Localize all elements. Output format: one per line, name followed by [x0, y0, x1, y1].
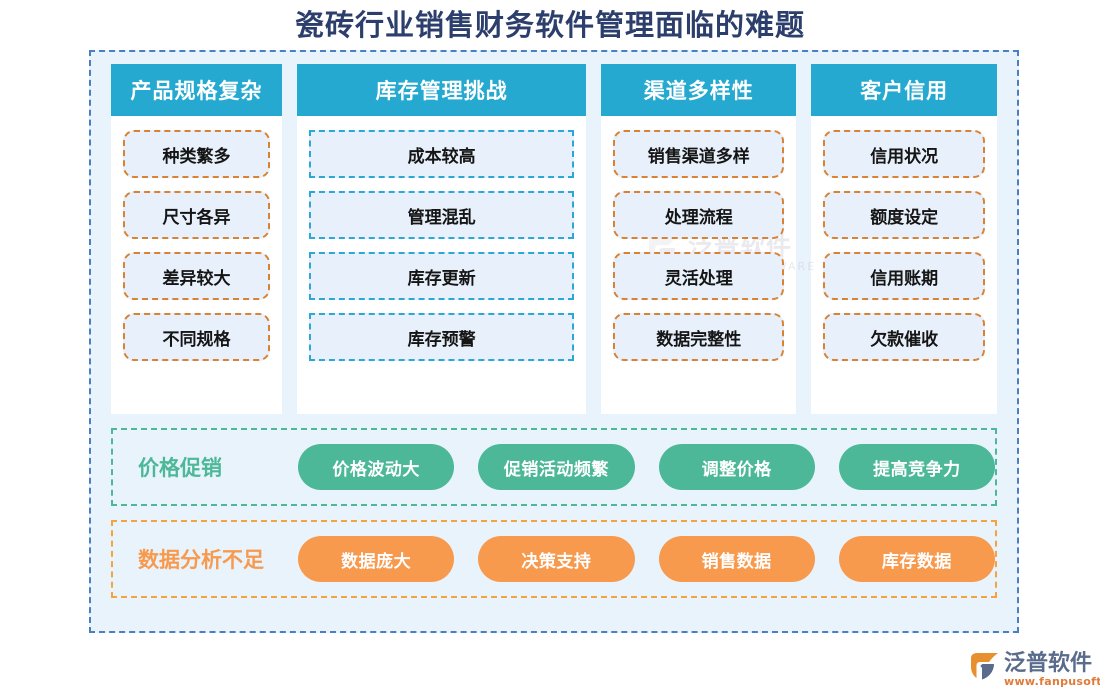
item-chip[interactable]: 库存更新 — [309, 252, 575, 300]
pill-item[interactable]: 调整价格 — [658, 444, 815, 490]
item-chip[interactable]: 成本较高 — [309, 130, 575, 178]
item-chip[interactable]: 不同规格 — [123, 313, 271, 361]
brand-text: 泛普软件 www.fanpusoft.com — [1004, 652, 1100, 689]
pill-item[interactable]: 提高竞争力 — [838, 444, 995, 490]
column-items-2: 成本较高 管理混乱 库存更新 库存预警 — [297, 116, 586, 361]
pill-item[interactable]: 库存数据 — [838, 536, 995, 582]
pill-item[interactable]: 价格波动大 — [298, 444, 455, 490]
column-inventory-challenge: 库存管理挑战 成本较高 管理混乱 库存更新 库存预警 — [297, 64, 587, 414]
column-items-4: 信用状况 额度设定 信用账期 欠款催收 — [811, 116, 997, 361]
item-chip[interactable]: 尺寸各异 — [123, 191, 271, 239]
column-header-1: 产品规格复杂 — [111, 64, 283, 116]
pill-group-orange: 数据庞大 决策支持 销售数据 库存数据 — [298, 536, 995, 582]
item-chip[interactable]: 处理流程 — [613, 191, 785, 239]
diagram-panel: 产品规格复杂 种类繁多 尺寸各异 差异较大 不同规格 库存管理挑战 成本较高 管… — [89, 50, 1019, 633]
column-items-1: 种类繁多 尺寸各异 差异较大 不同规格 — [111, 116, 282, 361]
column-customer-credit: 客户信用 信用状况 额度设定 信用账期 欠款催收 — [811, 64, 997, 414]
item-chip[interactable]: 额度设定 — [823, 191, 985, 239]
item-chip[interactable]: 欠款催收 — [823, 313, 985, 361]
item-chip[interactable]: 种类繁多 — [123, 130, 271, 178]
item-chip[interactable]: 管理混乱 — [309, 191, 575, 239]
pill-item[interactable]: 促销活动频繁 — [478, 444, 635, 490]
brand-name: 泛普软件 — [1004, 651, 1093, 676]
banner-label: 价格促销 — [138, 456, 222, 480]
item-chip[interactable]: 信用账期 — [823, 252, 985, 300]
item-chip[interactable]: 库存预警 — [309, 313, 575, 361]
pill-item[interactable]: 销售数据 — [658, 536, 815, 582]
column-header-2: 库存管理挑战 — [297, 64, 587, 116]
columns-row: 产品规格复杂 种类繁多 尺寸各异 差异较大 不同规格 库存管理挑战 成本较高 管… — [111, 64, 997, 414]
column-channel-diversity: 渠道多样性 销售渠道多样 处理流程 灵活处理 数据完整性 — [601, 64, 797, 414]
column-header-4: 客户信用 — [811, 64, 997, 116]
banner-data-analysis: 数据分析不足 数据庞大 决策支持 销售数据 库存数据 — [111, 520, 997, 598]
pill-group-green: 价格波动大 促销活动频繁 调整价格 提高竞争力 — [298, 444, 995, 490]
page-title: 瓷砖行业销售财务软件管理面临的难题 — [294, 7, 806, 44]
item-chip[interactable]: 差异较大 — [123, 252, 271, 300]
item-chip[interactable]: 数据完整性 — [613, 313, 785, 361]
item-chip[interactable]: 信用状况 — [823, 130, 985, 178]
pill-item[interactable]: 决策支持 — [478, 536, 635, 582]
brand-url: www.fanpusoft.com — [1004, 675, 1100, 688]
column-items-3: 销售渠道多样 处理流程 灵活处理 数据完整性 — [601, 116, 796, 361]
item-chip[interactable]: 销售渠道多样 — [613, 130, 785, 178]
fanpu-brand-icon — [968, 652, 1002, 682]
pill-item[interactable]: 数据庞大 — [298, 536, 455, 582]
banner-price-promotion: 价格促销 价格波动大 促销活动频繁 调整价格 提高竞争力 — [111, 428, 997, 506]
column-product-spec: 产品规格复杂 种类繁多 尺寸各异 差异较大 不同规格 — [111, 64, 283, 414]
brand-logo: 泛普软件 www.fanpusoft.com — [968, 652, 1100, 689]
item-chip[interactable]: 灵活处理 — [613, 252, 785, 300]
column-header-3: 渠道多样性 — [601, 64, 797, 116]
banner-label: 数据分析不足 — [138, 548, 264, 572]
